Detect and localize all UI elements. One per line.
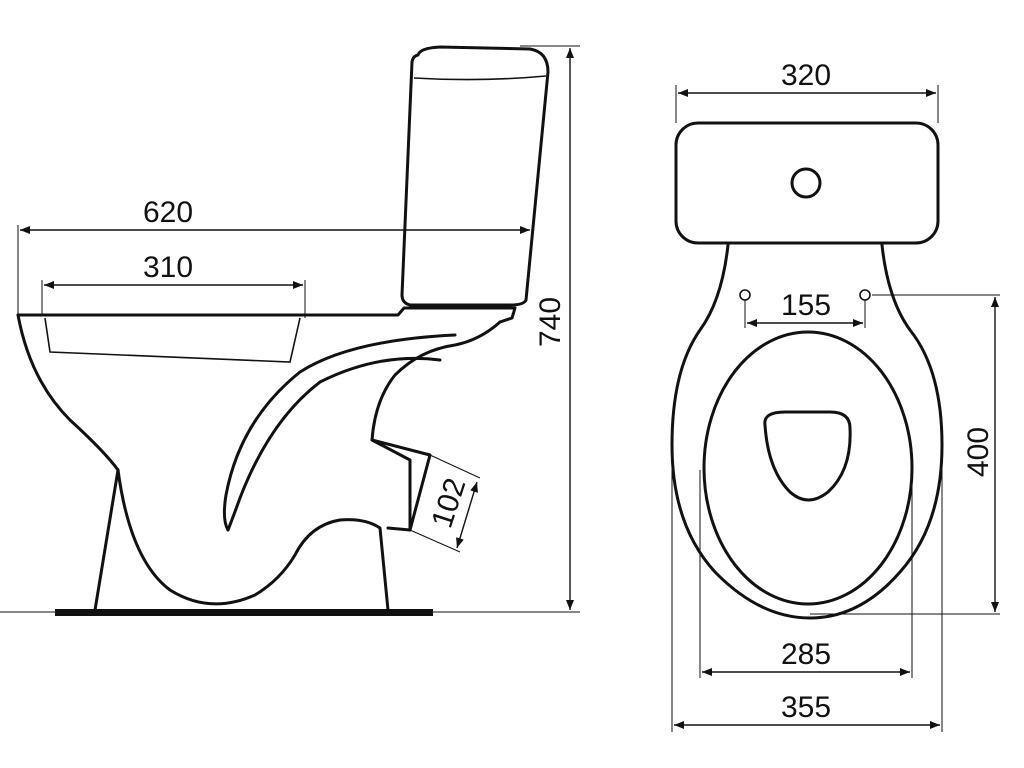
dim-label-740: 740: [534, 297, 567, 347]
dim-label-310: 310: [143, 251, 193, 284]
dim-line-102: [456, 481, 478, 549]
side-outlet: [370, 438, 432, 532]
side-trapway-inner-b: [226, 356, 442, 532]
left-hinge-hole-icon: [739, 289, 751, 301]
dim-label-102: 102: [426, 474, 473, 532]
dim-label-355: 355: [781, 691, 831, 724]
side-cistern-lid-line: [413, 75, 547, 81]
side-pedestal-inner: [116, 468, 390, 612]
top-cistern: [674, 121, 940, 245]
side-seat-inner: [44, 317, 301, 363]
flush-button-icon: [790, 167, 822, 199]
side-base-plate: [55, 609, 433, 616]
top-view: 320 155 400 285 355: [670, 59, 1000, 732]
side-cistern: [400, 45, 550, 307]
top-bowl-outer: [670, 243, 944, 620]
side-view: 620 310 740 102: [0, 45, 580, 616]
side-trapway-outer: [370, 320, 502, 532]
dim-label-285: 285: [781, 638, 831, 671]
side-bowl-front: [16, 313, 120, 472]
right-hinge-hole-icon: [859, 289, 871, 301]
dim-label-320: 320: [781, 59, 831, 92]
dim-label-620: 620: [143, 196, 193, 229]
side-seat-deck: [16, 306, 517, 324]
side-pedestal: [93, 468, 120, 612]
dim-label-155: 155: [781, 289, 831, 322]
side-trapway-inner: [222, 333, 457, 532]
top-bowl-opening: [763, 410, 852, 502]
top-seat-inner: [702, 330, 914, 606]
dim-label-400: 400: [962, 427, 995, 477]
